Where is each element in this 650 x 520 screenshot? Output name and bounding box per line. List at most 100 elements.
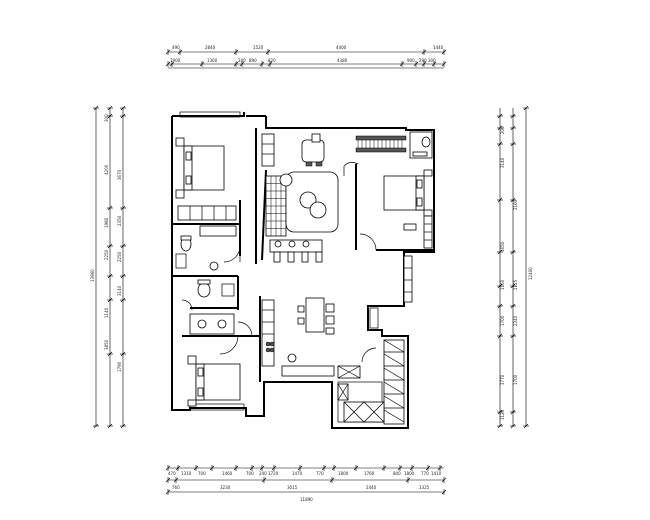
top-dim-5: 1440 xyxy=(433,45,444,50)
study-desk-zone xyxy=(343,135,407,176)
door-swing xyxy=(359,233,377,251)
drawing-line xyxy=(175,465,181,471)
drawing-line xyxy=(425,465,431,471)
bottom-dim-1: 470 xyxy=(168,471,176,476)
drawing-line xyxy=(381,465,387,471)
drawing-line xyxy=(510,283,516,289)
drawing-line xyxy=(383,381,405,395)
drawing-line xyxy=(510,125,516,131)
drawing-line xyxy=(497,423,503,429)
third-bedroom xyxy=(359,131,433,251)
bed-headboard xyxy=(183,145,193,191)
bottom-dim-3: 700 xyxy=(198,471,206,476)
top-dim-2: 2840 xyxy=(205,45,216,50)
drawing-line xyxy=(93,105,99,111)
round-dining-table xyxy=(301,139,325,163)
bottom-total: 11890 xyxy=(300,497,313,502)
drawing-line xyxy=(120,351,126,357)
drawing-line xyxy=(120,205,126,211)
drawing-line xyxy=(409,465,415,471)
left-total: 13960 xyxy=(90,269,95,282)
drawing-line xyxy=(510,423,516,429)
laundry-cabinet xyxy=(343,401,385,423)
top-dim2-8: 290 xyxy=(419,58,427,63)
drawing-line xyxy=(261,477,267,483)
nightstand xyxy=(175,137,185,147)
side-table xyxy=(309,201,327,219)
right-inner-4: 1700 xyxy=(513,374,518,385)
left-dim-1: 300 xyxy=(104,114,109,122)
chair xyxy=(311,133,321,143)
drawing-line xyxy=(510,113,516,119)
vanity xyxy=(189,313,235,335)
drawing-line xyxy=(523,423,529,429)
bottom-dim-13: 1800 xyxy=(404,471,415,476)
door-swing xyxy=(181,299,193,311)
chair xyxy=(325,303,335,313)
nightstand xyxy=(423,209,433,217)
right-total: 12400 xyxy=(528,267,533,280)
window-bay xyxy=(369,307,379,329)
drawing-line xyxy=(497,125,503,131)
outer-walls xyxy=(171,111,435,429)
right-inner-2: 1125 xyxy=(513,279,518,290)
drawing-line xyxy=(120,273,126,279)
drawing-line xyxy=(93,423,99,429)
chair xyxy=(325,315,335,325)
drawing-line xyxy=(523,105,529,111)
bottom-dim2-3: 3015 xyxy=(287,485,298,490)
bottom-dim-12: 800 xyxy=(393,471,401,476)
drawing-line xyxy=(259,465,265,471)
drawing-line xyxy=(497,141,503,147)
drawing-line xyxy=(497,113,503,119)
drawing-line xyxy=(437,465,443,471)
drawing-line xyxy=(120,423,126,429)
left-dimension-chain: 13960 300 4200 1980 2250 1140 3850 3670 … xyxy=(90,105,126,429)
drawing-line xyxy=(510,409,516,415)
left-dim-2: 4200 xyxy=(104,164,109,175)
window-cabinet xyxy=(403,255,413,303)
master-bedroom xyxy=(175,137,237,221)
bottom-dim-11: 1760 xyxy=(364,471,375,476)
left-dim-5: 1140 xyxy=(104,307,109,318)
left-inner-4: 3140 xyxy=(117,285,122,296)
drawing-line xyxy=(441,477,447,483)
drawing-line xyxy=(497,283,503,289)
toilet xyxy=(197,282,211,298)
drawing-line xyxy=(165,489,171,495)
bottom-dim-5: 700 xyxy=(246,471,254,476)
right-dim-5: 1700 xyxy=(500,315,505,326)
top-dim2-7: 900 xyxy=(407,58,415,63)
right-inner-1: 2160 xyxy=(513,199,518,210)
drawing-line xyxy=(397,465,403,471)
left-inner-2: 2350 xyxy=(117,215,122,226)
top-dim2-5: 820 xyxy=(268,58,276,63)
drawing-line xyxy=(331,465,337,471)
sink xyxy=(209,261,219,271)
drawing-line xyxy=(107,423,113,429)
nightstand xyxy=(187,399,197,407)
bottom-dim-6: 240 xyxy=(259,471,267,476)
drawing-line xyxy=(383,409,405,423)
drawing-line xyxy=(510,249,516,255)
bookshelf xyxy=(355,147,407,153)
living-room xyxy=(261,133,339,263)
door-swing xyxy=(237,321,253,337)
drawing-line xyxy=(383,367,405,381)
right-side-cabinets xyxy=(369,255,413,329)
balcony-storage xyxy=(337,339,405,425)
drawing-line xyxy=(383,339,405,353)
drawing-line xyxy=(107,351,113,357)
top-dim2-1: 1900 xyxy=(170,58,181,63)
top-dimension-chain: 490 2840 1520 4400 1440 1900 1360 240 89… xyxy=(165,45,447,69)
drawing-line xyxy=(165,477,171,483)
bottom-dim-15: 1410 xyxy=(431,471,442,476)
right-dim-4: 1160 xyxy=(500,279,505,290)
drawing-line xyxy=(510,141,516,147)
tv-cabinet xyxy=(261,133,275,167)
shower-area xyxy=(221,283,235,297)
left-inner-3: 2250 xyxy=(117,251,122,262)
top-dim-1: 490 xyxy=(172,45,180,50)
right-dim-6: 3770 xyxy=(500,374,505,385)
